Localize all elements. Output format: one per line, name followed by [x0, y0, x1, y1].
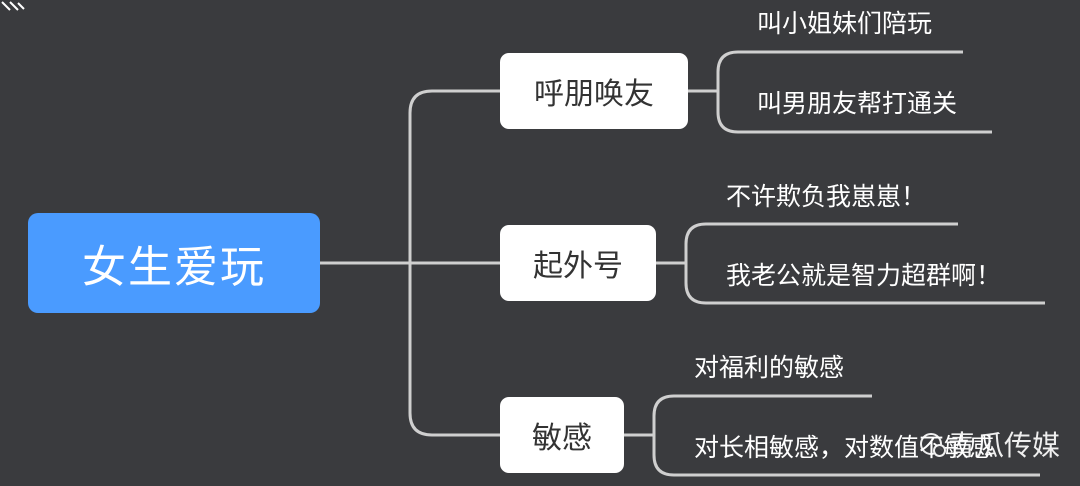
- branch-2-label: 起外号: [533, 249, 623, 284]
- corner-logo-icon: [1, 1, 25, 11]
- branch-1-bracket: [716, 50, 992, 134]
- watermark-text: 青瓜传媒: [948, 429, 1061, 462]
- branch-node-2[interactable]: 起外号: [500, 225, 656, 301]
- root-label: 女生爱玩: [82, 242, 266, 293]
- root-node[interactable]: 女生爱玩: [28, 213, 320, 313]
- branch-1-label: 呼朋唤友: [534, 77, 654, 112]
- branch-3-bracket: [652, 394, 1040, 477]
- leaf-1-1[interactable]: 叫小姐妹们陪玩: [757, 9, 933, 38]
- branch-node-1[interactable]: 呼朋唤友: [500, 53, 688, 129]
- branch-node-3[interactable]: 敏感: [500, 397, 624, 473]
- wechat-icon: [920, 433, 946, 457]
- watermark: 青瓜传媒: [920, 424, 1060, 464]
- leaf-1-2[interactable]: 叫男朋友帮打通关: [757, 89, 958, 118]
- leaf-2-1[interactable]: 不许欺负我崽崽！: [726, 182, 927, 211]
- leaf-2-2[interactable]: 我老公就是智力超群啊！: [726, 261, 1002, 290]
- leaf-3-1[interactable]: 对福利的敏感: [694, 353, 845, 382]
- branch-3-label: 敏感: [532, 421, 592, 456]
- branch-2-bracket: [684, 222, 1045, 305]
